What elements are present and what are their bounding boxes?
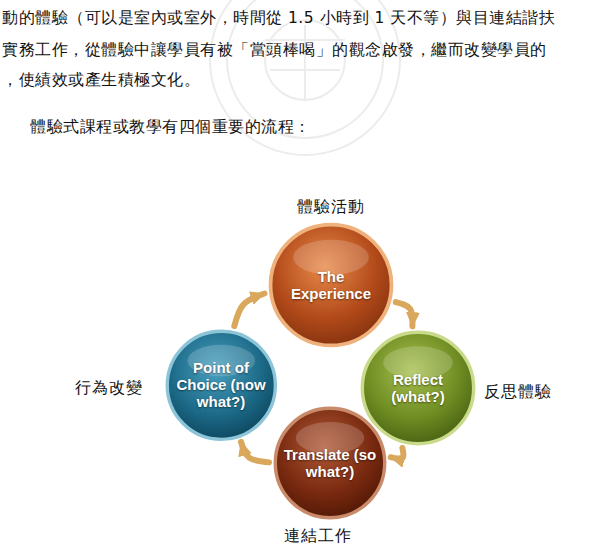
circle-body: The Experience <box>268 222 394 348</box>
process-circle: 行為改變Point of Choice (now what?) <box>165 329 278 442</box>
step-name: Translate (so what?) <box>280 446 380 480</box>
step-heading: 反思體驗 <box>484 382 552 403</box>
step-heading: 行為改變 <box>75 378 143 399</box>
ball-fill <box>167 331 275 439</box>
paragraph-line: ，使績效或產生積極文化。 <box>2 70 200 91</box>
step-heading: 體驗活動 <box>297 197 365 218</box>
step-name: Reflect (what?) <box>368 371 468 405</box>
cycle-arrow <box>241 442 269 463</box>
circle-body: Point of Choice (now what?) <box>165 329 278 442</box>
ball-fill <box>362 332 473 443</box>
paragraph-line: 動的體驗（可以是室內或室外，時間從 1.5 小時到 1 天不等）與目連結諧扶 <box>2 8 555 29</box>
cycle-arrow <box>391 448 404 459</box>
step-name: Point of Choice (now what?) <box>171 359 271 410</box>
cycle-arrow <box>396 302 413 326</box>
process-circle: 體驗活動The Experience <box>268 222 394 348</box>
paragraph-line: 實務工作，從體驗中讓學員有被「當頭棒喝」的觀念啟發，繼而改變學員的 <box>2 40 547 61</box>
cycle-arrow <box>234 293 264 326</box>
process-circle: 連結工作Translate (so what?) <box>273 406 387 520</box>
step-heading: 連結工作 <box>284 526 352 547</box>
circle-body: Reflect (what?) <box>360 330 476 446</box>
ball-fill <box>271 225 392 346</box>
step-name: The Experience <box>281 268 381 302</box>
ball-fill <box>275 408 384 517</box>
circle-body: Translate (so what?) <box>273 406 387 520</box>
process-circle: 反思體驗Reflect (what?) <box>360 330 476 446</box>
paragraph-line: 體驗式課程或教學有四個重要的流程： <box>30 117 311 138</box>
